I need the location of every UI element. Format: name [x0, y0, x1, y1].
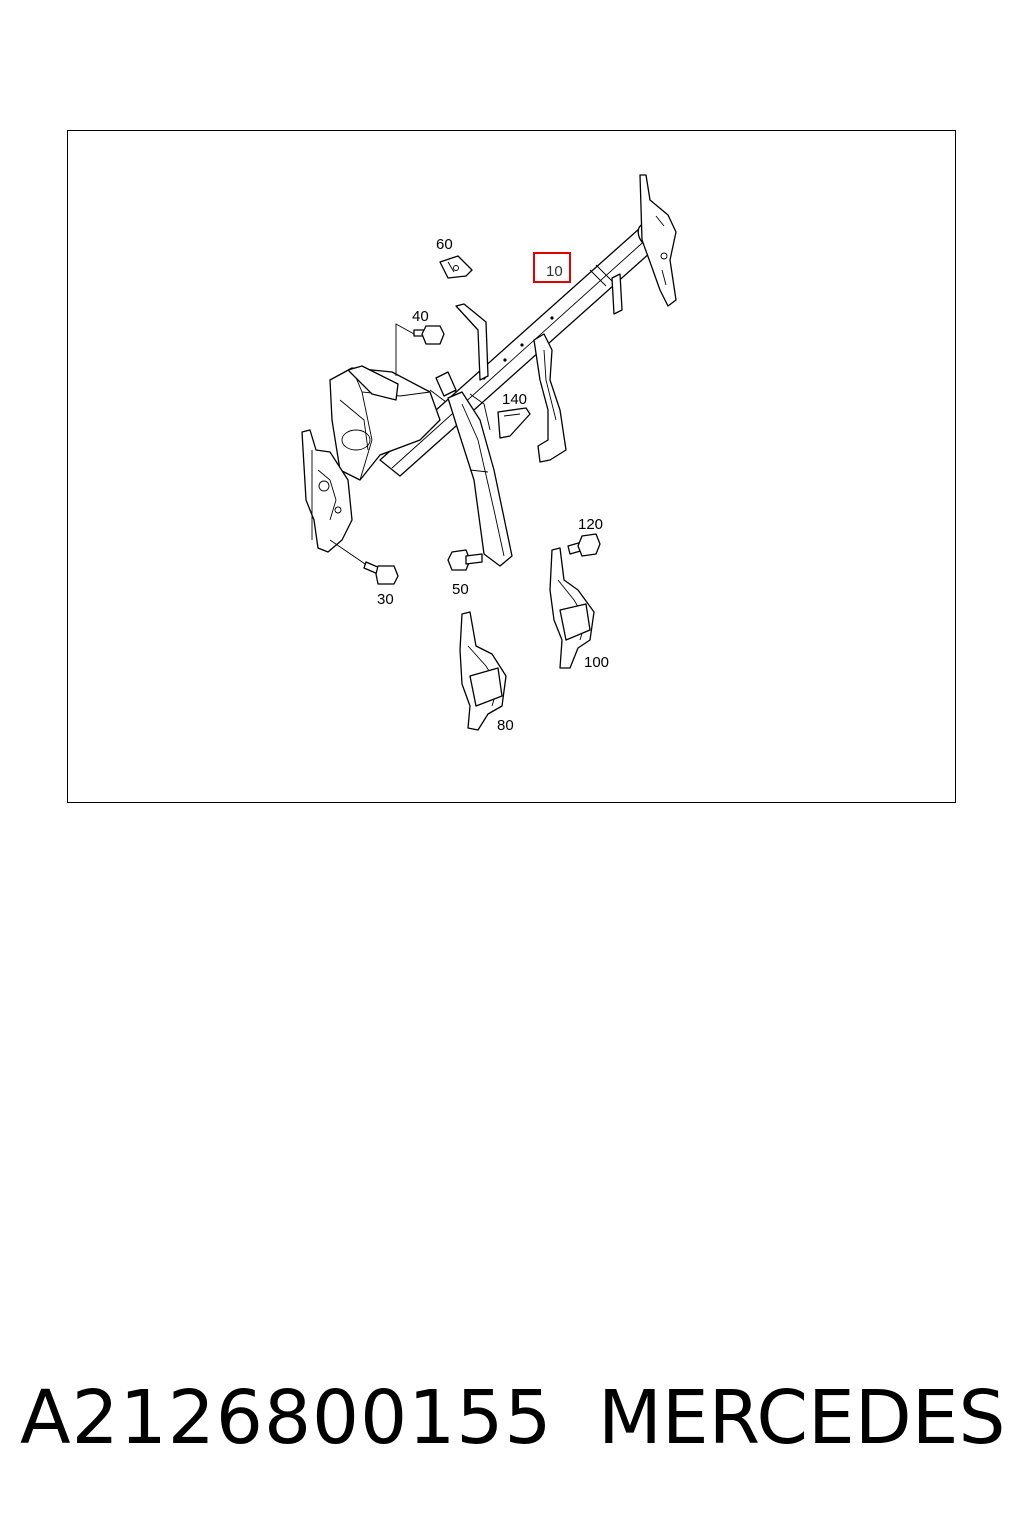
bolt-50 [447, 549, 483, 571]
brand-name: MERCEDES [598, 1375, 1006, 1461]
bracket-100 [549, 547, 595, 669]
bolt-120 [567, 533, 601, 557]
callout-140[interactable]: 140 [502, 391, 527, 408]
footer: A2126800155 MERCEDES [0, 1370, 1024, 1470]
clip-nut-60 [439, 255, 473, 279]
diagram-frame [67, 130, 956, 803]
callout-30[interactable]: 30 [377, 591, 394, 608]
callout-120[interactable]: 120 [578, 516, 603, 533]
bracket-80 [459, 611, 507, 731]
bolt-40 [395, 323, 445, 376]
highlight-box-10 [533, 252, 571, 283]
callout-10[interactable]: 10 [546, 263, 563, 280]
bracket-140 [497, 407, 531, 439]
callout-40[interactable]: 40 [412, 308, 429, 325]
callout-80[interactable]: 80 [497, 717, 514, 734]
part-number: A2126800155 [20, 1375, 553, 1461]
cross-member-beam [301, 174, 677, 567]
callout-60[interactable]: 60 [436, 236, 453, 253]
callout-100[interactable]: 100 [584, 654, 609, 671]
callout-50[interactable]: 50 [452, 581, 469, 598]
bolt-30 [329, 539, 399, 585]
